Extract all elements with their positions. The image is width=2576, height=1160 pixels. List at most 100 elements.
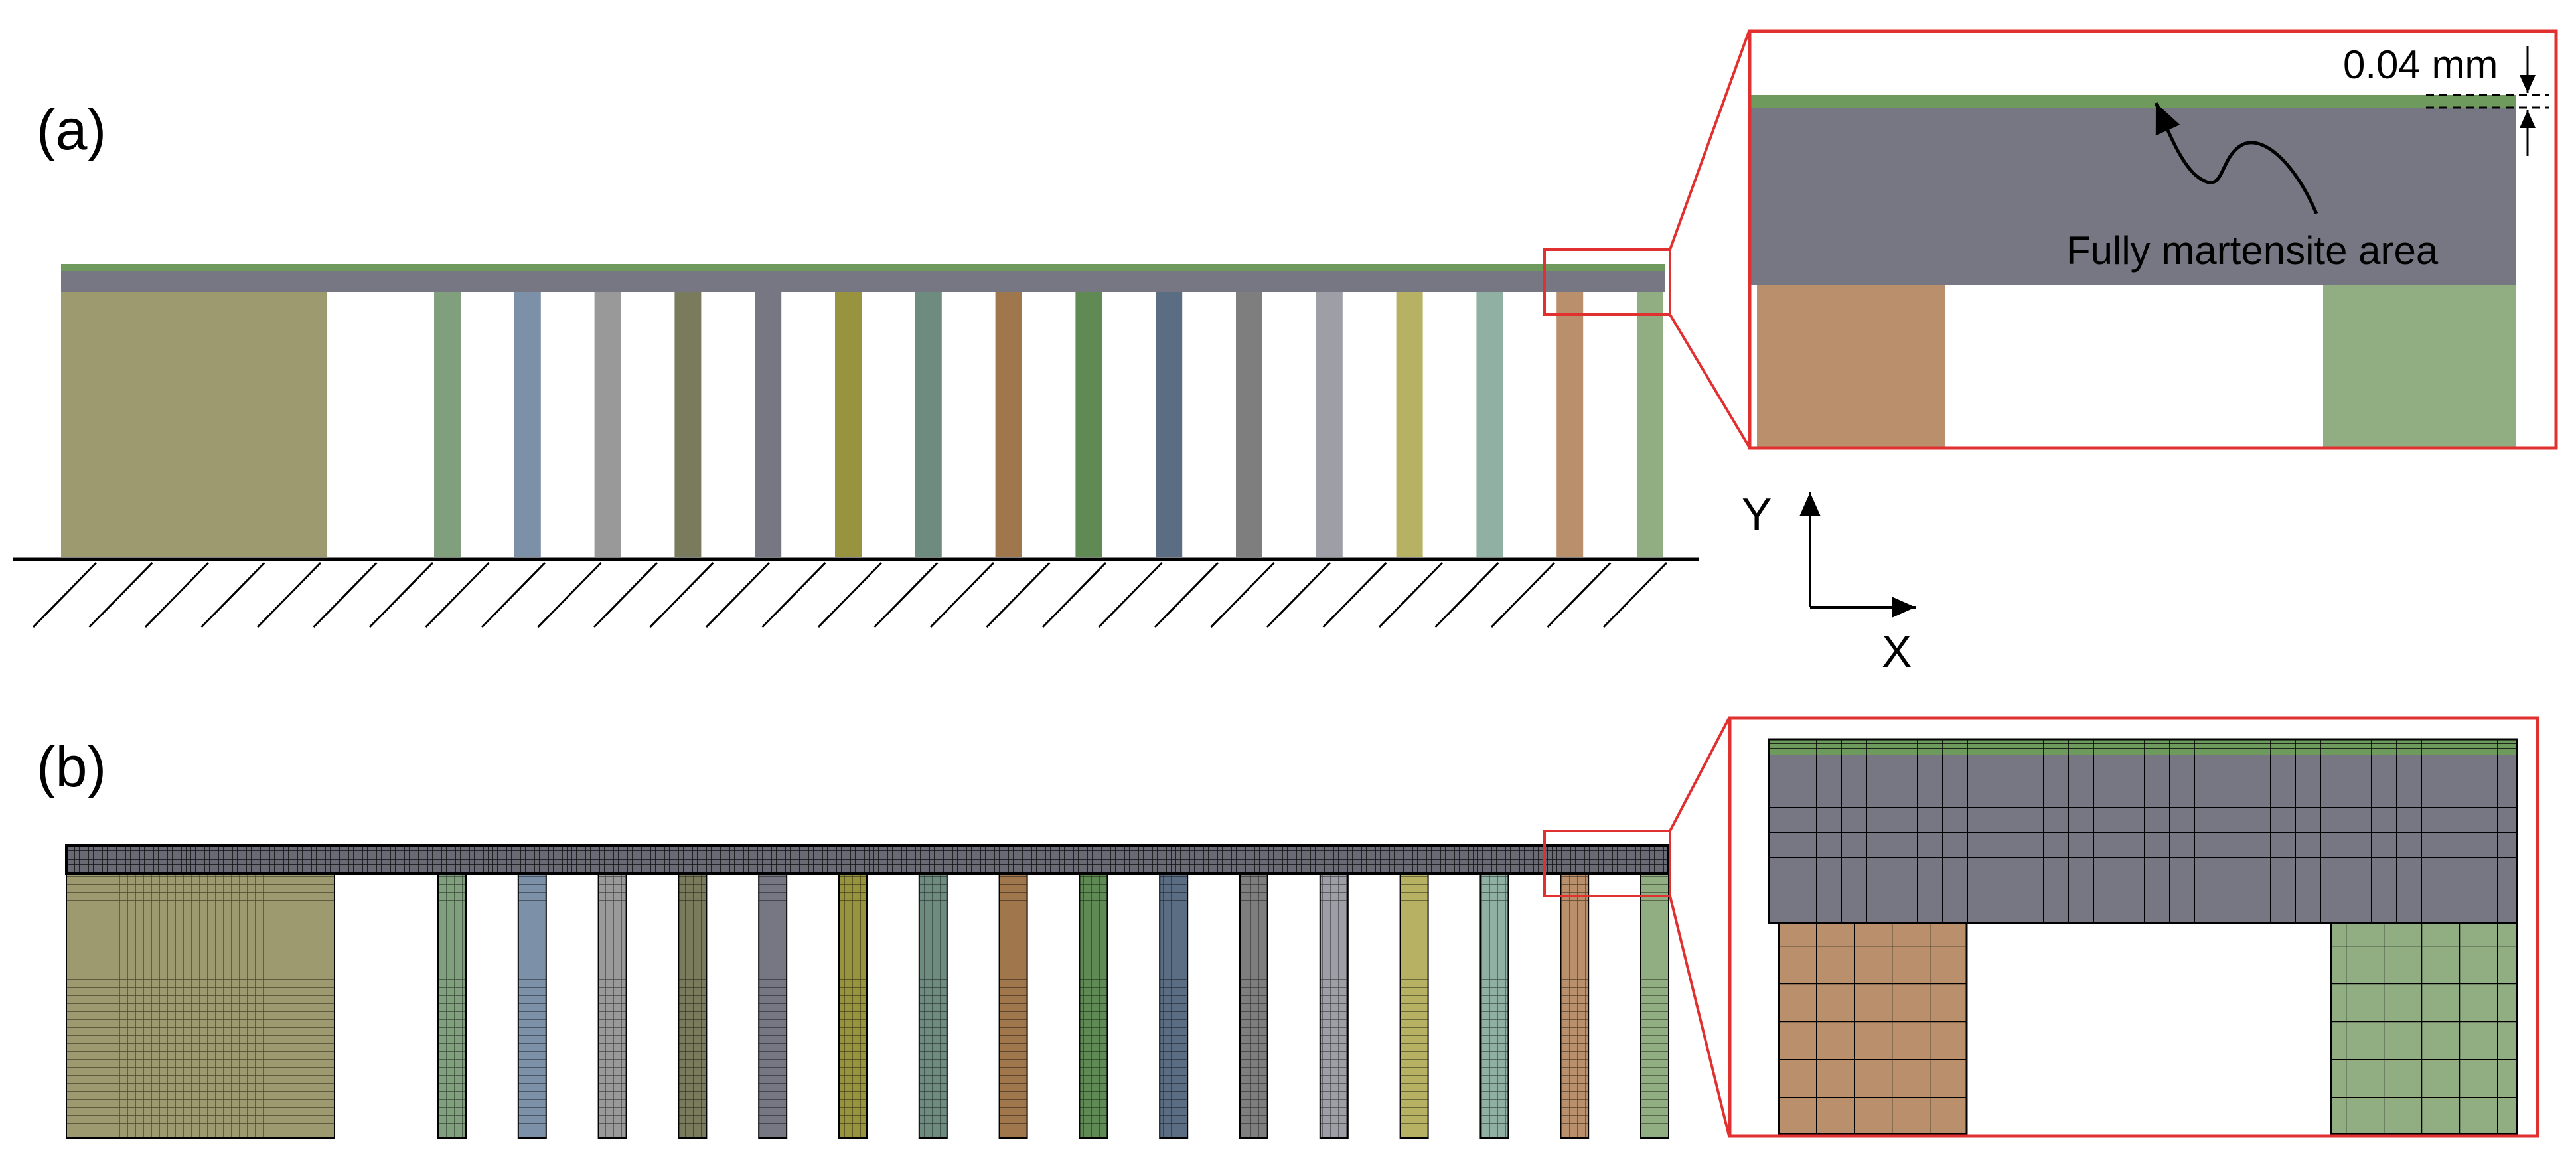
- hatch-line: [873, 561, 939, 628]
- zoom-region-a: [1543, 248, 1671, 316]
- hatch-line: [481, 561, 546, 628]
- support-column-12: [1236, 292, 1262, 557]
- inset-b-support-right-outline: [2330, 922, 2518, 1135]
- hatch-line: [1490, 561, 1556, 628]
- support-column-2: [434, 292, 461, 557]
- zoom-connector-a-top: [1669, 31, 1750, 250]
- meshed-support-grid-1: [66, 873, 335, 1138]
- support-column-11: [1156, 292, 1183, 557]
- zoom-inset-a: 0.04 mm Fully martensite area: [1748, 29, 2558, 450]
- hatch-line: [1098, 561, 1163, 628]
- support-column-10: [1075, 292, 1102, 557]
- hatch-line: [705, 561, 771, 628]
- meshed-support-grid-6: [759, 873, 787, 1138]
- ground-fixture: [13, 557, 1699, 628]
- meshed-support-grid-3: [518, 873, 546, 1138]
- hatch-line: [1210, 561, 1275, 628]
- hatch-line: [929, 561, 995, 628]
- hatch-line: [1154, 561, 1219, 628]
- model-b: [65, 844, 1669, 1139]
- hatch-line: [144, 561, 210, 628]
- support-column-5: [674, 292, 702, 557]
- panel-a-label: (a): [37, 98, 106, 162]
- support-column-3: [514, 292, 541, 557]
- support-column-4: [594, 292, 621, 557]
- hatch-line: [368, 561, 434, 628]
- hatch-line: [313, 561, 378, 628]
- support-column-7: [835, 292, 862, 557]
- panel-a: (a) 0.04 mm Fully martensite area: [13, 29, 2558, 677]
- inset-b-support-right-mesh: [2331, 923, 2517, 1134]
- meshed-support-grid-9: [999, 873, 1027, 1138]
- zoom-region-b: [1543, 830, 1671, 897]
- hatch-line: [1266, 561, 1331, 628]
- supports-a: [61, 292, 1663, 557]
- support-column-8: [915, 292, 942, 557]
- support-column-6: [755, 292, 782, 557]
- inset-b-support-left-outline: [1778, 922, 1968, 1135]
- inset-a-frame: [1748, 29, 2558, 450]
- inset-b-substrate-mesh: [1769, 755, 2517, 923]
- support-column-14: [1396, 292, 1423, 557]
- hatch-line: [1322, 561, 1387, 628]
- hatch-line: [761, 561, 826, 628]
- support-column-13: [1316, 292, 1343, 557]
- coordinate-axes: Y X: [1742, 489, 1916, 677]
- hatch-line: [1434, 561, 1499, 628]
- support-column-15: [1476, 292, 1503, 557]
- substrate-plate-outline: [65, 844, 1669, 875]
- meshed-support-grid-10: [1079, 873, 1108, 1138]
- meshed-support-grid-5: [678, 873, 707, 1138]
- zoom-connector-b-bottom: [1669, 895, 1730, 1137]
- hatch-line: [200, 561, 265, 628]
- meshed-support-grid-4: [598, 873, 627, 1138]
- martensite-area-label: Fully martensite area: [2066, 228, 2439, 273]
- support-column-16: [1556, 292, 1584, 557]
- meshed-support-grid-15: [1480, 873, 1509, 1138]
- inset-a-substrate: [1750, 108, 2516, 285]
- meshed-support-grid-11: [1160, 873, 1188, 1138]
- hatch-line: [593, 561, 658, 628]
- meshed-support-grid-7: [839, 873, 867, 1138]
- top-layer: [61, 264, 1665, 271]
- pointer-arrow: [2154, 102, 2318, 214]
- hatch-line: [88, 561, 153, 628]
- x-axis-label: X: [1882, 626, 1912, 677]
- panel-b-label: (b): [37, 735, 106, 799]
- hatch-line: [1041, 561, 1107, 628]
- hatch-line: [1547, 561, 1612, 628]
- hatch-line: [649, 561, 714, 628]
- meshed-support-grid-17: [1641, 873, 1669, 1138]
- support-column-1: [61, 292, 327, 557]
- panel-b: (b): [37, 716, 2539, 1139]
- ground-hatching: [32, 561, 1668, 628]
- hatch-line: [32, 561, 98, 628]
- hatch-line: [425, 561, 490, 628]
- hatch-line: [986, 561, 1051, 628]
- meshed-support-grid-16: [1560, 873, 1589, 1138]
- hatch-line: [817, 561, 883, 628]
- zoom-inset-b: [1728, 716, 2539, 1138]
- meshed-support-grid-12: [1240, 873, 1268, 1138]
- support-column-17: [1637, 292, 1663, 557]
- inset-a-support-right: [2323, 285, 2516, 447]
- meshed-support-grid-8: [919, 873, 947, 1138]
- inset-a-support-left: [1757, 285, 1945, 447]
- substrate-plate: [61, 271, 1665, 292]
- meshed-support-grid-14: [1400, 873, 1428, 1138]
- model-a: [61, 264, 1665, 557]
- zoom-connector-a-bottom: [1669, 313, 1750, 448]
- inset-b-frame: [1728, 716, 2539, 1138]
- inset-a-top-layer: [1750, 95, 2516, 108]
- meshed-support-grid-13: [1320, 873, 1348, 1138]
- hatch-line: [1378, 561, 1444, 628]
- inset-b-plate-outline: [1768, 738, 2518, 924]
- thickness-label: 0.04 mm: [2343, 42, 2498, 87]
- hatch-line: [1602, 561, 1668, 628]
- inset-b-top-layer-mesh: [1769, 739, 2517, 755]
- supports-b-meshed: [66, 873, 1669, 1139]
- hatch-line: [256, 561, 322, 628]
- inset-b-support-left-mesh: [1779, 923, 1967, 1134]
- substrate-plate-mesh-overlay: [66, 845, 1668, 873]
